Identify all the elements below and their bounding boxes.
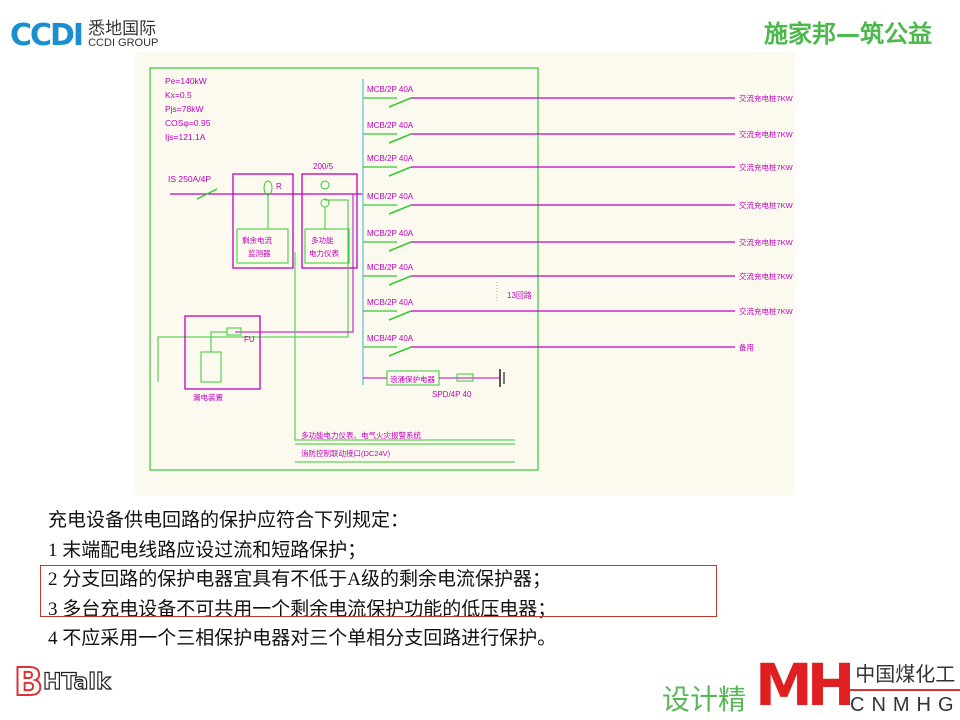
breaker-icon	[388, 133, 412, 144]
load-parameter: Pe=140kW	[165, 76, 207, 86]
circuit-count-label: 13回路	[507, 290, 532, 300]
breaker-icon	[388, 241, 412, 252]
rcd-box	[232, 173, 294, 269]
breaker-label: MCB/2P 40A	[367, 263, 414, 272]
rule-item: 4 不应采用一个三相保护电器对三个单相分支回路进行保护。	[48, 628, 557, 649]
ccdi-logo-mark: CCDI	[10, 18, 84, 53]
bhtalk-logo-b: B	[13, 659, 44, 705]
load-label: 备用	[739, 342, 754, 352]
branch-circuit: MCB/2P 40A 交流充电桩7KW	[363, 298, 794, 321]
rcd-label: R	[276, 182, 282, 191]
ccdi-logo-en: CCDI GROUP	[88, 36, 159, 49]
load-label: 交流充电桩7KW	[739, 162, 794, 172]
breaker-label: MCB/2P 40A	[367, 154, 414, 163]
breaker-label: MCB/2P 40A	[367, 229, 414, 238]
brand-title: 施家邦—筑公益	[764, 20, 932, 48]
rcd-monitor-box	[236, 228, 289, 264]
cnmhg-logo: 中国煤化工 CNMHG	[850, 658, 960, 717]
fuse-label: FU	[244, 335, 255, 344]
load-label: 交流充电桩7KW	[739, 271, 794, 281]
diagram-frame	[149, 67, 539, 471]
load-label: 交流充电桩7KW	[739, 129, 794, 139]
rcd-monitor-line2: 监测器	[248, 248, 271, 258]
rule-item: 1 末端配电线路应设过流和短路保护；	[48, 539, 367, 561]
rule-item: 3 多台充电设备不可共用一个剩余电流保护功能的低压电器；	[48, 598, 557, 620]
control-wire	[294, 252, 515, 441]
meter-inner-box	[304, 228, 350, 264]
branch-circuit: MCB/2P 40A 交流充电桩7KW	[363, 121, 794, 144]
breaker-label: MCB/2P 40A	[367, 192, 414, 201]
bhtalk-logo-text: HTalk	[42, 669, 111, 695]
branch-circuit: MCB/2P 40A 交流充电桩7KW	[363, 229, 794, 252]
ct-ratio-label: 200/5	[313, 162, 334, 171]
breaker-label: MCB/2P 40A	[367, 85, 414, 94]
rcd-monitor-line1: 剩余电流	[242, 235, 272, 245]
ct-icon	[320, 180, 330, 190]
breaker-label: MCB/2P 40A	[367, 121, 414, 130]
load-label: 交流充电桩7KW	[739, 237, 794, 247]
rule-item: 2 分支回路的保护电器宜具有不低于A级的剩余电流保护器；	[48, 569, 551, 590]
leak-relay-icon	[200, 351, 222, 383]
breaker-label: MCB/4P 40A	[367, 334, 414, 343]
mh-logo: MH	[755, 651, 855, 719]
breaker-icon	[388, 275, 412, 286]
meter-line2: 电力仪表	[309, 248, 339, 258]
breaker-icon	[388, 97, 412, 108]
design-text: 设计精	[662, 683, 747, 716]
breaker-icon	[388, 204, 412, 215]
spd-icon	[456, 373, 474, 382]
protection-rules: 充电设备供电回路的保护应符合下列规定： 1 末端配电线路应设过流和短路保护； 2…	[48, 506, 556, 654]
spd-label: SPD/4P 40	[432, 390, 472, 399]
branch-circuit: MCB/2P 40A 交流充电桩7KW	[363, 154, 794, 177]
ccdi-logo-cn: 悉地国际	[88, 18, 157, 38]
highlight-box	[40, 565, 717, 617]
meter-box	[301, 173, 358, 269]
rules-heading: 充电设备供电回路的保护应符合下列规定：	[48, 510, 410, 531]
branch-circuit: MCB/2P 40A 交流充电桩7KW	[363, 192, 794, 215]
load-parameter: COSφ=0.95	[165, 118, 211, 128]
branch-circuit: MCB/4P 40A 备用	[363, 334, 754, 357]
load-label: 交流充电桩7KW	[739, 93, 794, 103]
cnmhg-cn: 中国煤化工	[850, 658, 960, 691]
load-parameter: Ijs=121.1A	[165, 132, 206, 142]
power-wire	[235, 194, 354, 333]
branch-circuit: MCB/2P 40A 交流充电桩7KW	[363, 263, 794, 286]
breaker-label: MCB/2P 40A	[367, 298, 414, 307]
signal-wire	[157, 199, 349, 382]
meter-line1: 多功能	[311, 235, 334, 245]
breaker-icon	[388, 310, 412, 321]
rcd-ct-icon	[263, 180, 273, 196]
ccdi-logo: CCDI 悉地国际 CCDI GROUP	[10, 18, 158, 53]
main-switch-icon	[196, 188, 218, 200]
main-switch-label: IS 250A/4P	[168, 174, 211, 184]
leak-device-box	[184, 315, 261, 390]
cnmhg-en: CNMHG	[850, 694, 960, 716]
branch-circuit: MCB/2P 40A 交流充电桩7KW	[363, 85, 794, 108]
breaker-icon	[388, 346, 412, 357]
load-label: 交流充电桩7KW	[739, 306, 794, 316]
load-label: 交流充电桩7KW	[739, 200, 794, 210]
leak-device-label: 漏电装置	[193, 392, 223, 402]
breaker-icon	[388, 166, 412, 177]
fuse-wire	[210, 331, 227, 352]
spd-box-label: 浪涌保护电器	[390, 374, 435, 384]
note-fire-interface: 消防控制联动接口(DC24V)	[301, 448, 391, 458]
load-parameter: Pjs=78kW	[165, 104, 204, 114]
bhtalk-logo: B HTalk	[13, 659, 111, 705]
note-monitoring: 多功能电力仪表、电气火灾报警系统	[301, 430, 421, 440]
load-parameter: Kx=0.5	[165, 90, 192, 100]
